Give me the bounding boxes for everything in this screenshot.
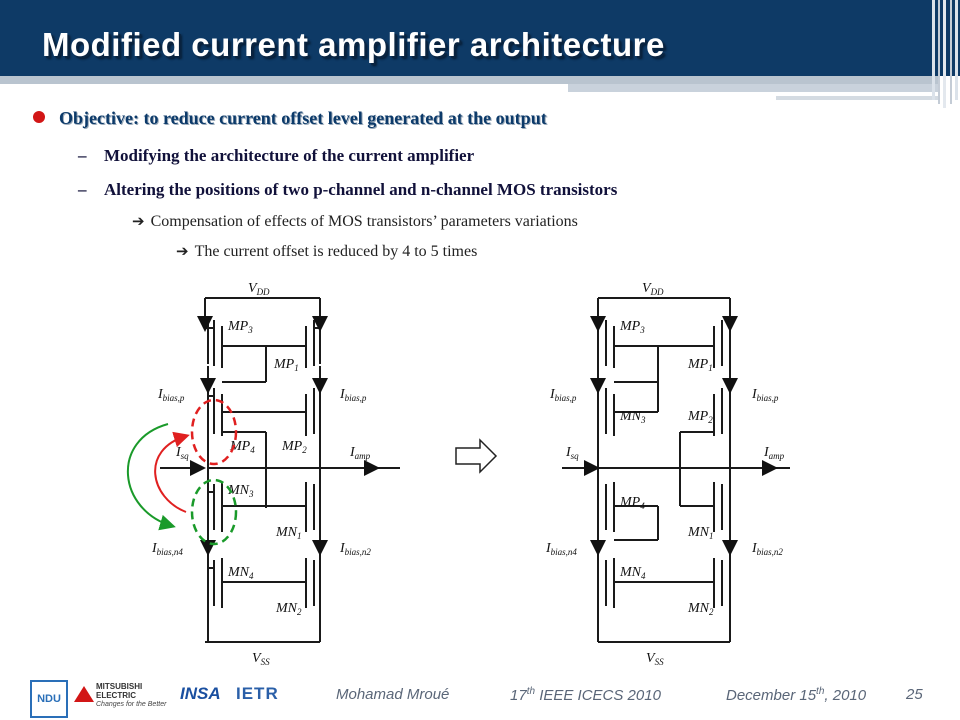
decor-stripe: [955, 0, 958, 100]
swap-arrow-red: [154, 431, 190, 513]
mn2-label: MN2: [275, 601, 302, 617]
decor-stripe: [950, 0, 952, 104]
isq-label: Isq: [175, 445, 189, 461]
isq-label: Isq: [565, 445, 579, 461]
swap-arrow-green: [127, 423, 176, 531]
ibias-n2-label: Ibias,n2: [751, 541, 783, 557]
bullet-sub2-text: Altering the positions of two p-channel …: [104, 180, 618, 199]
mp2-label: MP2: [687, 409, 713, 425]
mp1-label: MP1: [273, 357, 299, 373]
arrow-right-icon: ➔: [132, 212, 145, 230]
page-number: 25: [906, 686, 923, 703]
ietr-logo: IETR: [236, 684, 279, 703]
title-bar: Modified current amplifier architecture: [0, 0, 960, 76]
mn3-label: MN3: [227, 483, 254, 499]
footer-author: Mohamad Mroué: [336, 686, 450, 703]
dash-marker: –: [78, 146, 87, 165]
transform-arrow-icon: [455, 438, 498, 474]
bullet-sub2: –Altering the positions of two p-channel…: [78, 180, 617, 200]
right-column-wires: [313, 298, 321, 642]
mp4-label: MP4: [229, 439, 255, 455]
bullet-sub2b-text: The current offset is reduced by 4 to 5 …: [194, 243, 478, 260]
slide-title: Modified current amplifier architecture: [42, 26, 665, 63]
arrow-right-icon: ➔: [176, 242, 189, 260]
left-column-wires: [204, 298, 215, 642]
bullet-sub1-text: Modifying the architecture of the curren…: [104, 146, 475, 165]
decor-bar: [776, 96, 940, 100]
ibias-n4-label: Ibias,n4: [151, 541, 183, 557]
decor-stripe: [943, 0, 946, 108]
circuit-right: VDD VSS: [545, 281, 790, 667]
mp3-label: MP3: [619, 319, 645, 335]
highlight-ellipse-red: [190, 398, 238, 466]
vss-label: VSS: [252, 651, 270, 667]
ibias-n4-label: Ibias,n4: [545, 541, 577, 557]
left-column-wires: [597, 298, 615, 642]
ibias-p-left-label: Ibias,p: [549, 387, 577, 403]
vdd-label: VDD: [642, 281, 664, 297]
ibias-p-right-label: Ibias,p: [339, 387, 367, 403]
mn3-label: MN3: [619, 409, 646, 425]
mp3-label: MP3: [227, 319, 253, 335]
decor-bar: [568, 84, 940, 92]
vss-label: VSS: [646, 651, 664, 667]
decor-stripe: [938, 0, 940, 104]
mitsubishi-logo-text: MITSUBISHI ELECTRIC Changes for the Bett…: [96, 682, 167, 708]
ibias-p-left-label: Ibias,p: [157, 387, 185, 403]
bullet-sub1: –Modifying the architecture of the curre…: [78, 146, 474, 166]
iamp-label: Iamp: [349, 445, 371, 461]
vdd-label: VDD: [248, 281, 270, 297]
gate-wires: [598, 345, 790, 583]
bullet-objective-text: Objective: to reduce current offset leve…: [59, 108, 547, 128]
mn1-label: MN1: [275, 525, 302, 541]
mp1-label: MP1: [687, 357, 713, 373]
mn2-label: MN2: [687, 601, 714, 617]
dash-marker: –: [78, 180, 87, 199]
mp2-label: MP2: [281, 439, 307, 455]
decor-stripe: [932, 0, 935, 100]
iamp-label: Iamp: [763, 445, 785, 461]
bullet-objective: Objective: to reduce current offset leve…: [33, 108, 547, 129]
footer-date: December 15th, 2010: [726, 686, 867, 704]
mn1-label: MN1: [687, 525, 714, 541]
insa-logo: INSA: [180, 684, 221, 703]
mp4-label: MP4: [619, 495, 645, 511]
ndu-logo: NDU: [30, 680, 68, 718]
mitsubishi-logo-icon: [74, 686, 94, 702]
mn4-label: MN4: [227, 565, 254, 581]
bullet-sub2b: ➔ The current offset is reduced by 4 to 5…: [176, 242, 477, 261]
bullet-dot-icon: [33, 111, 45, 123]
bullet-sub2a-text: Compensation of effects of MOS transisto…: [150, 213, 578, 230]
right-column-wires: [713, 298, 731, 642]
highlight-ellipse-green: [190, 478, 238, 546]
footer-conference: 17th IEEE ICECS 2010: [510, 686, 661, 704]
bullet-sub2a: ➔ Compensation of effects of MOS transist…: [132, 212, 578, 231]
mn4-label: MN4: [619, 565, 646, 581]
ibias-p-right-label: Ibias,p: [751, 387, 779, 403]
footer-logos: NDU MITSUBISHI ELECTRIC Changes for the …: [0, 676, 330, 720]
decor-bar: [0, 76, 940, 84]
ibias-n2-label: Ibias,n2: [339, 541, 371, 557]
circuit-left: VDD VSS: [127, 281, 400, 667]
circuit-diagrams: .w { stroke:#1a1a1a; stroke-width:2; fil…: [127, 281, 790, 667]
